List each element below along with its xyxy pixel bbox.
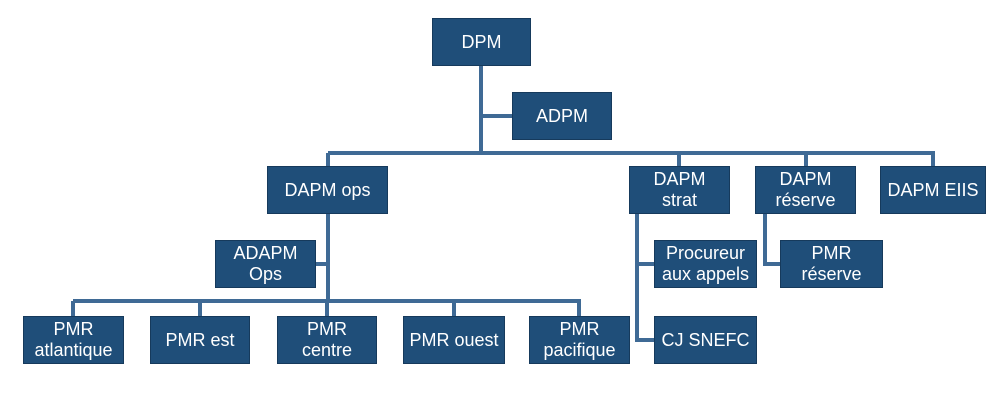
node-cj-snefc: CJ SNEFC: [654, 316, 757, 364]
node-pmr-pacifique: PMR pacifique: [529, 316, 630, 364]
connector: [763, 214, 780, 266]
node-dapm-reserve: DAPM réserve: [755, 166, 856, 214]
node-dapm-ops: DAPM ops: [267, 166, 388, 214]
node-procureur-aux-appels: Procureur aux appels: [654, 240, 757, 288]
node-dapm-strat: DAPM strat: [629, 166, 730, 214]
node-pmr-atlantique: PMR atlantique: [23, 316, 124, 364]
node-pmr-est: PMR est: [150, 316, 250, 364]
node-dapm-eiis: DAPM EIIS: [880, 166, 986, 214]
node-adpm: ADPM: [512, 92, 612, 140]
connector: [635, 214, 654, 342]
node-dpm: DPM: [432, 18, 531, 66]
node-pmr-centre: PMR centre: [277, 316, 377, 364]
node-adapm-ops: ADAPM Ops: [215, 240, 316, 288]
node-pmr-reserve: PMR réserve: [780, 240, 883, 288]
node-pmr-ouest: PMR ouest: [403, 316, 505, 364]
